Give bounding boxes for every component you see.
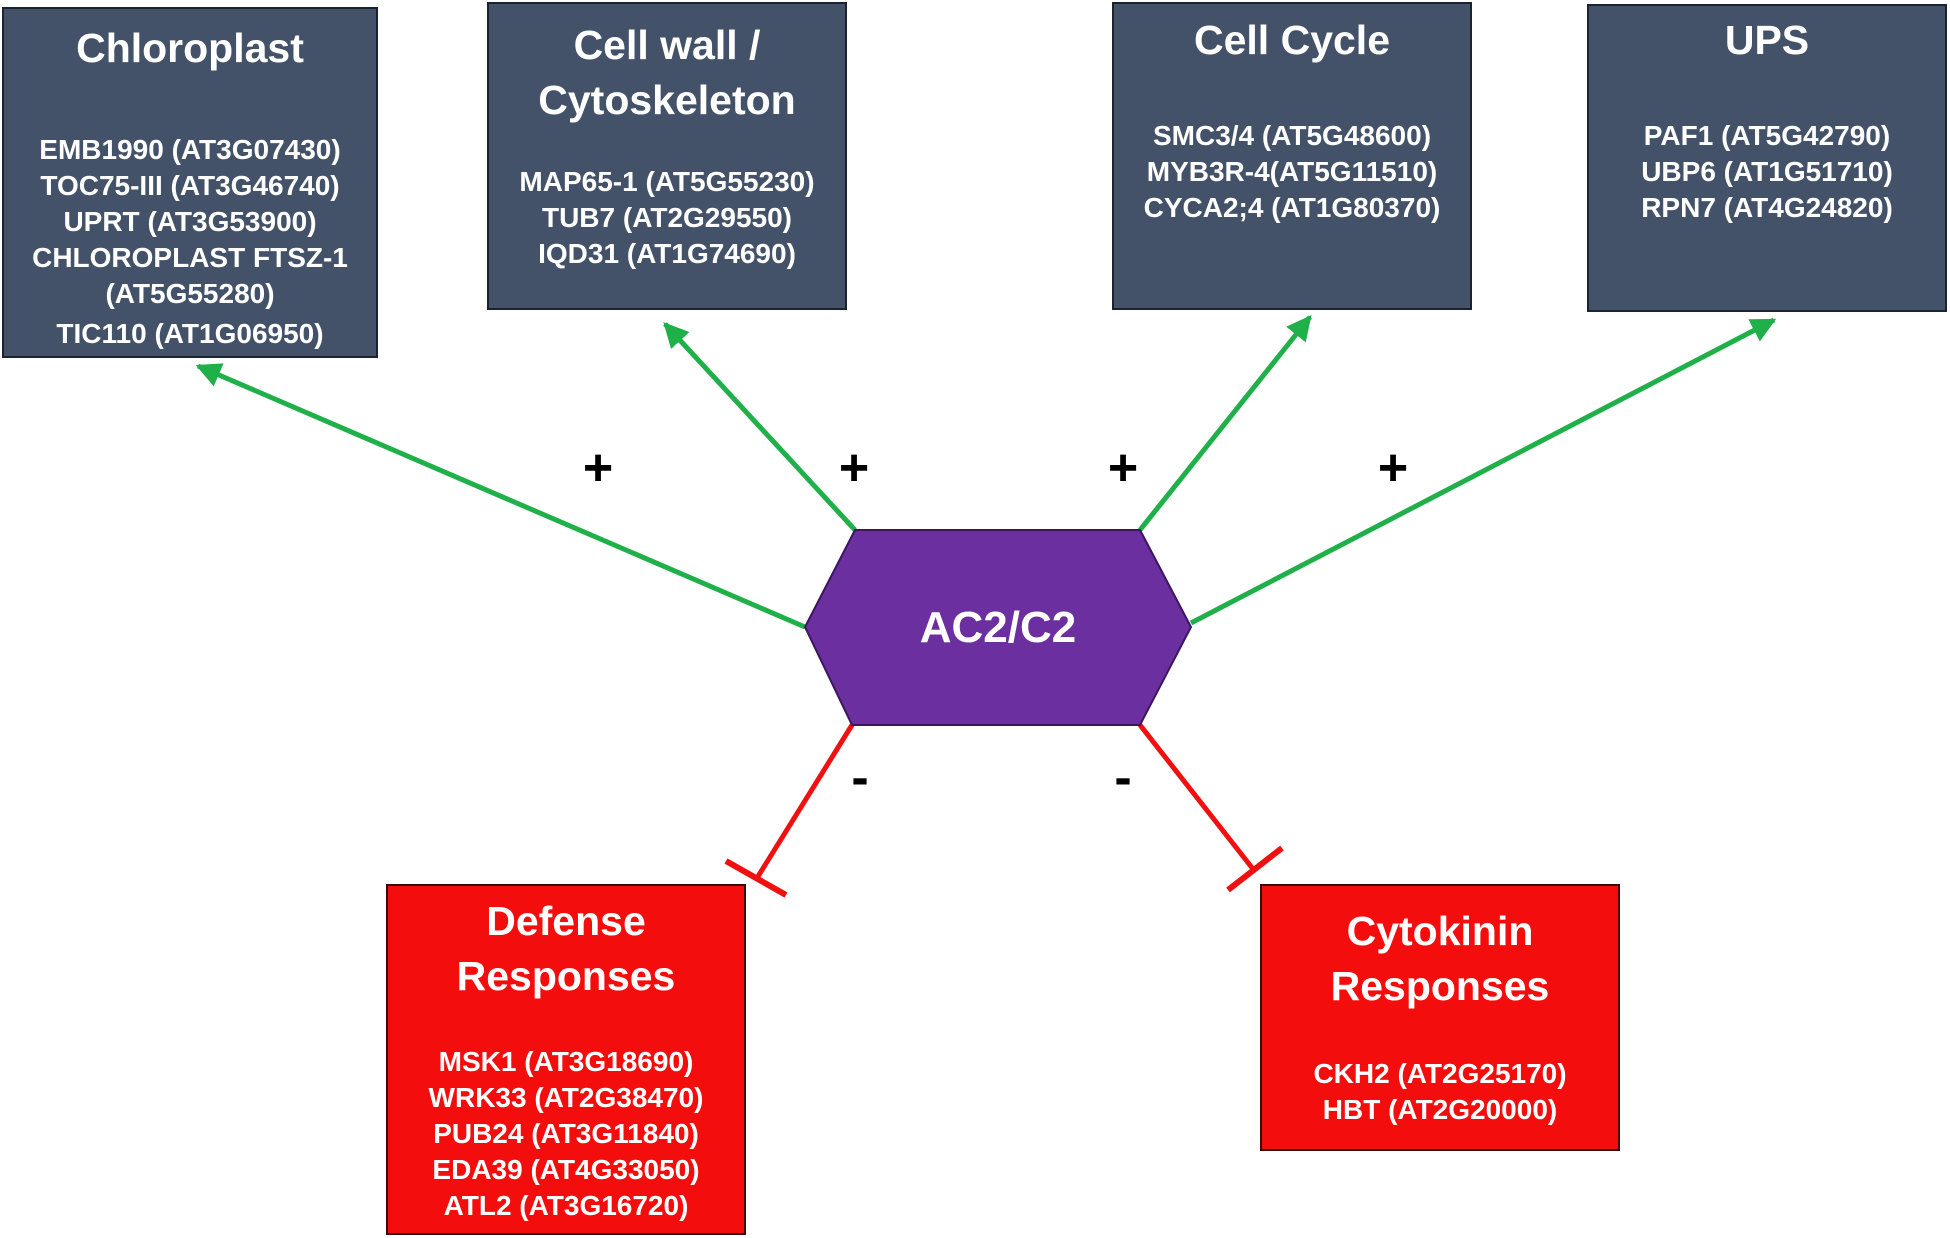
gene-item: TOC75-III (AT3G46740)	[40, 170, 340, 201]
gene-item: PUB24 (AT3G11840)	[433, 1118, 699, 1149]
ups-title: UPS	[1724, 17, 1810, 63]
cell-wall-gene-list: MAP65-1 (AT5G55230) TUB7 (AT2G29550) IQD…	[489, 164, 845, 272]
gene-item: CKH2 (AT2G25170)	[1313, 1058, 1567, 1089]
cell-wall-title-line1: Cell wall /	[573, 22, 761, 68]
gene-item: WRK33 (AT2G38470)	[428, 1082, 704, 1113]
chloroplast-title: Chloroplast	[76, 25, 304, 71]
defense-gene-list: MSK1 (AT3G18690) WRK33 (AT2G38470) PUB24…	[388, 1044, 744, 1224]
cytokinin-gene-list: CKH2 (AT2G25170) HBT (AT2G20000)	[1262, 1056, 1618, 1128]
gene-item: MYB3R-4(AT5G11510)	[1146, 156, 1438, 187]
gene-item: EDA39 (AT4G33050)	[432, 1154, 700, 1185]
chloroplast-gene-list: EMB1990 (AT3G07430) TOC75-III (AT3G46740…	[4, 132, 376, 352]
gene-item: RPN7 (AT4G24820)	[1641, 192, 1893, 223]
gene-item: CHLOROPLAST FTSZ-1	[32, 242, 348, 273]
minus-sign-cytokinin: -	[1114, 749, 1132, 807]
gene-item: UBP6 (AT1G51710)	[1641, 156, 1893, 187]
gene-item: TUB7 (AT2G29550)	[541, 202, 792, 233]
gene-item: MSK1 (AT3G18690)	[438, 1046, 694, 1077]
cell-wall-title-line2: Cytoskeleton	[538, 77, 796, 123]
plus-sign-cell-wall: +	[838, 439, 870, 497]
cell-wall-box: Cell wall / Cytoskeleton MAP65-1 (AT5G55…	[487, 2, 847, 310]
gene-item: PAF1 (AT5G42790)	[1643, 120, 1891, 151]
gene-item: IQD31 (AT1G74690)	[538, 238, 796, 269]
defense-responses-box: Defense Responses MSK1 (AT3G18690) WRK33…	[386, 884, 746, 1235]
cell-cycle-title: Cell Cycle	[1194, 17, 1390, 63]
plus-sign-cell-cycle: +	[1107, 439, 1139, 497]
inhibition-line-cytokinin	[1138, 723, 1255, 871]
gene-item: HBT (AT2G20000)	[1322, 1094, 1558, 1125]
gene-item: EMB1990 (AT3G07430)	[39, 134, 341, 165]
plus-sign-ups: +	[1377, 439, 1409, 497]
plus-sign-chloroplast: +	[582, 439, 614, 497]
ac2-c2-label: AC2/C2	[919, 602, 1077, 652]
ac2-c2-hexagon	[803, 529, 1193, 726]
activation-arrow-ups	[1189, 317, 1777, 626]
gene-item: UPRT (AT3G53900)	[63, 206, 317, 237]
gene-item: MAP65-1 (AT5G55230)	[519, 166, 815, 197]
activation-arrow-chloroplast	[195, 363, 806, 630]
activation-arrow-cell-cycle	[1138, 315, 1312, 532]
inhibition-bar-defense	[724, 858, 788, 898]
defense-title-line1: Defense	[486, 898, 646, 944]
activation-arrow-cell-wall	[663, 322, 857, 532]
cell-cycle-box: Cell Cycle SMC3/4 (AT5G48600) MYB3R-4(AT…	[1112, 2, 1472, 310]
cell-cycle-gene-list: SMC3/4 (AT5G48600) MYB3R-4(AT5G11510) CY…	[1114, 118, 1470, 226]
chloroplast-box: Chloroplast EMB1990 (AT3G07430) TOC75-II…	[2, 7, 378, 358]
cytokinin-title-line2: Responses	[1330, 963, 1550, 1009]
inhibition-line-defense	[754, 723, 855, 880]
gene-item: CYCA2;4 (AT1G80370)	[1143, 192, 1441, 223]
cytokinin-title-line1: Cytokinin	[1346, 908, 1534, 954]
gene-item: SMC3/4 (AT5G48600)	[1152, 120, 1432, 151]
inhibition-bar-cytokinin	[1226, 845, 1284, 893]
gene-item: (AT5G55280)	[105, 278, 275, 309]
ups-gene-list: PAF1 (AT5G42790) UBP6 (AT1G51710) RPN7 (…	[1589, 118, 1945, 226]
defense-title-line2: Responses	[456, 953, 676, 999]
gene-item: ATL2 (AT3G16720)	[443, 1190, 689, 1221]
ups-box: UPS PAF1 (AT5G42790) UBP6 (AT1G51710) RP…	[1587, 4, 1947, 312]
minus-sign-defense: -	[851, 749, 869, 807]
cytokinin-responses-box: Cytokinin Responses CKH2 (AT2G25170) HBT…	[1260, 884, 1620, 1151]
gene-item: TIC110 (AT1G06950)	[56, 318, 324, 349]
